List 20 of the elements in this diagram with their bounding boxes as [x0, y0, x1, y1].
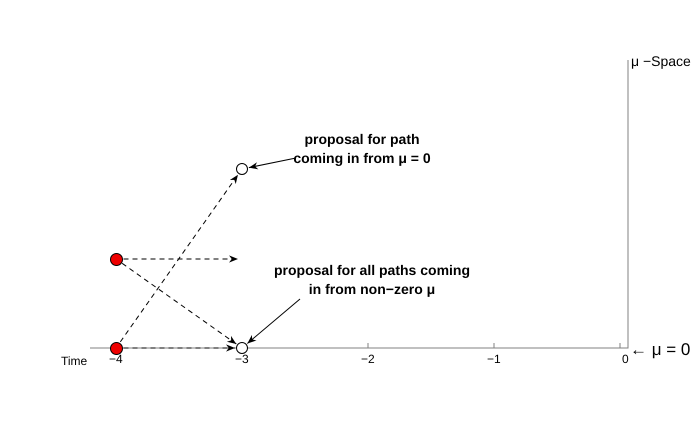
arrow	[122, 262, 237, 344]
tick-label: −1	[487, 352, 501, 366]
point-marker	[110, 252, 122, 266]
point-marker	[236, 163, 248, 175]
tick-label: 0	[622, 352, 629, 366]
axis-title: μ −Space	[631, 53, 691, 69]
point-marker	[236, 342, 248, 354]
tick-label: −2	[361, 352, 375, 366]
axis-title: Time	[61, 354, 88, 368]
tick-label: −3	[235, 352, 249, 366]
arrow	[123, 344, 236, 352]
annotation-text: proposal for path coming in from μ = 0	[282, 130, 442, 168]
tick-label: −4	[109, 352, 123, 366]
point-marker	[110, 342, 122, 354]
annotation-text: proposal for all paths coming in from non−zero μ	[272, 261, 472, 299]
leader-line	[248, 158, 296, 170]
axis-annotation: ← μ = 0	[630, 340, 690, 360]
arrow	[123, 255, 238, 263]
arrow	[120, 174, 238, 342]
leader-line	[246, 298, 300, 344]
